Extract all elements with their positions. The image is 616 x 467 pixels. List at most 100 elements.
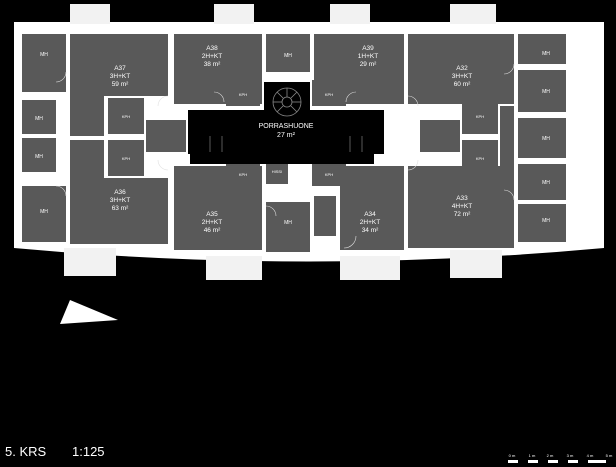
apartment-id: A38: [206, 45, 218, 52]
apartment-type: 1H+KT: [358, 53, 378, 60]
spiral-stair: [272, 87, 302, 117]
apartment-id: A34: [364, 211, 376, 218]
balcony-top-4: [450, 4, 496, 24]
apartment-area: 59 m²: [112, 81, 129, 88]
balcony-bottom-1: [64, 248, 116, 276]
room-label-kph: KPH: [476, 114, 484, 119]
apartment-area: 46 m²: [204, 227, 221, 234]
apartment-a32-area: [408, 34, 514, 104]
scale-tick: 5 m: [606, 453, 613, 458]
room-label-hissi: HISSI: [272, 169, 282, 174]
apartment-a37-hall: [70, 96, 104, 136]
apartment-type: 3H+KT: [110, 197, 130, 204]
room-label-mh: MH: [542, 51, 550, 57]
apartment-area: 72 m²: [454, 211, 471, 218]
room-label-mh: MH: [542, 218, 550, 224]
room-mh: [518, 118, 566, 158]
room-mh: [22, 186, 66, 242]
bathroom-labels: KPH KPH KPH KPH KPH KPH KPH KPH HISSI: [122, 92, 484, 177]
apartment-a36-area: [70, 178, 168, 244]
room-label-kph: KPH: [122, 114, 130, 119]
room-label-kph: KPH: [476, 156, 484, 161]
apartment-type: 2H+KT: [202, 53, 222, 60]
bath: [108, 140, 144, 176]
room-label-mh: MH: [542, 180, 550, 186]
scale-label: 1:125: [72, 444, 105, 459]
apartment-area: 29 m²: [360, 61, 377, 68]
corridor-right: [420, 120, 460, 152]
room-mh: [266, 34, 310, 72]
apartment-id: A36: [114, 189, 126, 196]
rooms: [22, 34, 566, 252]
scale-tick: 3 m: [567, 453, 574, 458]
room-label-mh: MH: [284, 53, 292, 59]
door-swings: [55, 63, 515, 249]
balcony-bottom-4: [450, 250, 502, 278]
apartment-type: 4H+KT: [452, 203, 472, 210]
room-mh: [518, 70, 566, 112]
corridor-left: [146, 120, 186, 152]
balcony-top-2: [214, 4, 254, 24]
balcony-top-3: [330, 4, 370, 24]
apartment-a37-area: [70, 34, 168, 96]
bath: [108, 98, 144, 134]
room-label-mh: MH: [542, 89, 550, 95]
bath: [226, 160, 260, 186]
apartment-type: 3H+KT: [452, 73, 472, 80]
apartment-id: A35: [206, 211, 218, 218]
balcony-bottom-3: [340, 256, 400, 280]
balcony-bottom-2: [206, 256, 262, 280]
room-mh: [518, 34, 566, 64]
apartment-area: 34 m²: [362, 227, 379, 234]
apartment-id: A32: [456, 65, 468, 72]
room-label-kph: KPH: [122, 156, 130, 161]
room-label-mh: MH: [284, 220, 292, 226]
apartment-type: 2H+KT: [360, 219, 380, 226]
room-label-kph: KPH: [239, 92, 247, 97]
lobby-lower: [190, 152, 374, 164]
room-label-mh: MH: [40, 52, 48, 58]
bath: [312, 160, 346, 186]
bath: [312, 80, 346, 106]
apartment-area: 63 m²: [112, 205, 129, 212]
room-mh: [22, 34, 66, 92]
apartment-id: A37: [114, 65, 126, 72]
north-arrow-icon: [60, 300, 118, 324]
room-mh: [22, 138, 56, 172]
apartment-type: 2H+KT: [202, 219, 222, 226]
stairwell-area: 27 m²: [277, 132, 296, 139]
apartment-labels: A37 3H+KT 59 m² A38 2H+KT 38 m² A39 1H+K…: [110, 45, 472, 234]
scale-tick: 2 m: [547, 453, 554, 458]
scale-bar: 0 m 1 m 2 m 3 m 4 m 5 m: [508, 453, 613, 463]
apartment-a33-area: [408, 166, 514, 248]
apartment-a36-hall: [70, 140, 104, 178]
apartment-id: A39: [362, 45, 374, 52]
room-mh: [266, 202, 310, 252]
bath: [226, 80, 260, 106]
bedroom-labels: MH MH MH MH MH MH MH MH MH MH MH: [35, 51, 550, 226]
apartment-type: 3H+KT: [110, 73, 130, 80]
stairwell-name: PORRASHUONE: [259, 123, 314, 130]
elevator-shaft: [266, 158, 288, 184]
apartment-area: 38 m²: [204, 61, 221, 68]
scale-tick: 4 m: [587, 453, 594, 458]
bath: [462, 98, 498, 134]
stair-treads: [209, 136, 363, 152]
balcony-top-1: [70, 4, 110, 24]
room-label-kph: KPH: [239, 172, 247, 177]
room-label-mh: MH: [542, 136, 550, 142]
room-mh: [518, 164, 566, 200]
apartment-a34-area: [340, 166, 404, 250]
room-label-mh: MH: [40, 209, 48, 215]
floor-label: 5. KRS: [5, 444, 47, 459]
room-label-mh: MH: [35, 154, 43, 160]
room-mh: [22, 100, 56, 134]
hall-right: [500, 106, 514, 176]
apartment-area: 60 m²: [454, 81, 471, 88]
scale-tick: 0 m: [509, 453, 516, 458]
apartment-id: A33: [456, 195, 468, 202]
room-label-mh: MH: [35, 116, 43, 122]
storage: [314, 196, 336, 236]
scale-tick: 1 m: [529, 453, 536, 458]
